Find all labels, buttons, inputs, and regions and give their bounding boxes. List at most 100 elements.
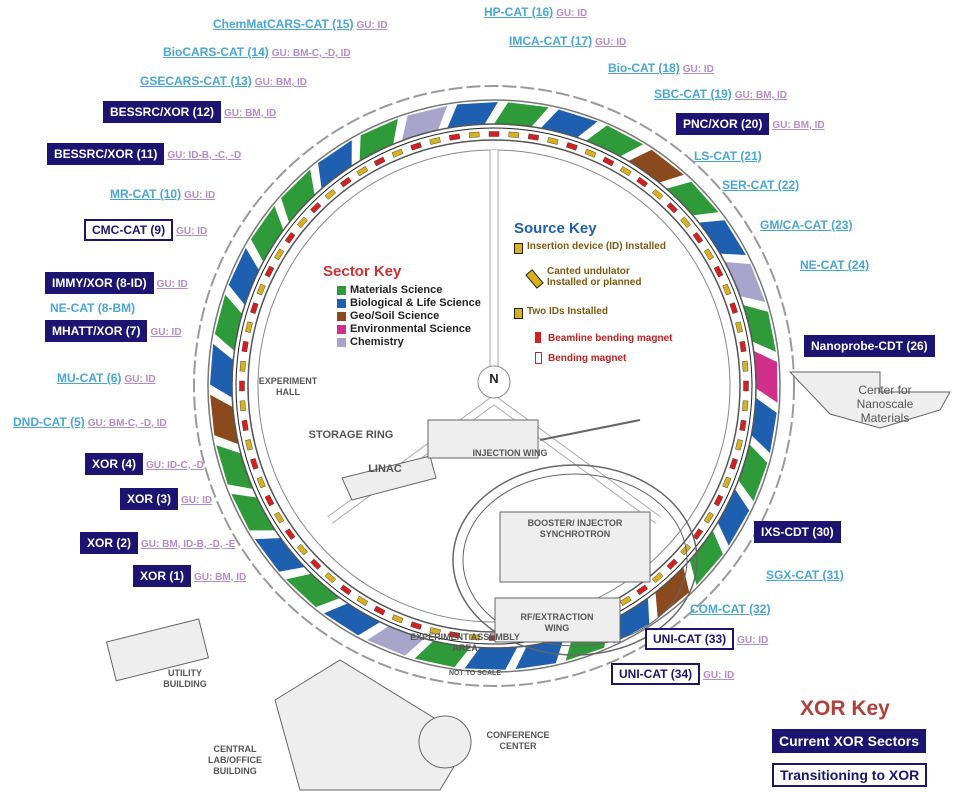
magnet-marker [239, 380, 245, 392]
magnet-marker [241, 419, 249, 431]
magnet-marker [735, 321, 743, 333]
sector-wedge [254, 538, 305, 572]
sector-label: BESSRC/XOR (11)GU: ID-B, -C, -D [47, 143, 242, 165]
sector-label: IXS-CDT (30) [754, 521, 841, 543]
sector-label: MR-CAT (10)GU: ID [110, 186, 215, 204]
sector-gu: GU: ID [184, 190, 216, 201]
magnet-marker [274, 248, 285, 261]
magnet-marker [239, 400, 246, 412]
sector-wedge [401, 105, 448, 141]
sector-name: XOR (2) [80, 532, 139, 554]
magnet-marker [729, 302, 738, 314]
sector-label: CMC-CAT (9)GU: ID [84, 219, 208, 241]
sector-wedge [318, 140, 352, 189]
sector-wedge [698, 220, 746, 255]
sector-key-item: Environmental Science [350, 323, 472, 335]
sector-label: IMMY/XOR (8-ID)GU: ID [45, 272, 188, 294]
magnet-marker [722, 476, 732, 489]
sector-gu: GU: ID-B, -C, -D [167, 150, 242, 161]
sector-label: XOR (3)GU: ID [120, 488, 212, 510]
experiment-hall-outline [193, 85, 795, 687]
magnet-marker [410, 621, 422, 630]
sector-gu: GU: ID [150, 327, 182, 338]
sector-name: XOR (3) [120, 488, 179, 510]
sector-wedge [367, 625, 425, 656]
xor-key-current: Current XOR Sectors [772, 729, 927, 753]
magnet-marker [722, 283, 732, 296]
source-key-item: Two IDs Installed [527, 306, 608, 317]
sector-name: IMMY/XOR (8-ID) [45, 272, 154, 294]
sector-gu: GU: BM, ID [194, 572, 247, 583]
sector-wedge [359, 118, 398, 162]
sector-label: LS-CAT (21) [694, 148, 762, 164]
utility-building-label: UTILITY BUILDING [163, 668, 207, 689]
magnet-marker [508, 131, 520, 138]
sector-label: MHATT/XOR (7)GU: ID [45, 320, 182, 342]
magnet-marker [429, 627, 441, 635]
sector-name: MU-CAT (6) [57, 371, 122, 385]
sector-name: Bio-CAT (18) [608, 61, 680, 75]
sector-label: BESSRC/XOR (12)GU: BM, ID [103, 101, 276, 123]
injection-wing-label: INJECTION WING [472, 448, 548, 458]
magnet-marker [250, 458, 259, 470]
magnet-marker [340, 176, 352, 188]
magnet-marker [742, 400, 749, 412]
sector-label: XOR (4)GU: ID-C, -D [85, 453, 204, 475]
magnet-marker [680, 543, 692, 556]
sector-label: HP-CAT (16)GU: ID [484, 4, 587, 22]
sector-label: BioCARS-CAT (14)GU: BM-C, -D, ID [163, 44, 351, 62]
sector-name: MHATT/XOR (7) [45, 320, 148, 342]
sector-name: ChemMatCARS-CAT (15) [213, 17, 354, 31]
injection-wing-building [427, 419, 539, 459]
magnet-marker [429, 137, 441, 145]
magnet-marker [245, 439, 253, 451]
magnet-marker [449, 133, 461, 141]
experiment-hall-label: EXPERIMENT HALL [258, 376, 318, 397]
sector-name: UNI-CAT (34) [611, 663, 701, 685]
center-circle [477, 365, 511, 399]
sector-wedge [447, 102, 499, 129]
sector-wedge [751, 397, 777, 454]
sector-name: NE-CAT (24) [800, 258, 870, 272]
magnet-marker [602, 156, 615, 167]
sector-gu: GU: BM, ID [734, 90, 787, 101]
sector-wedge [494, 102, 549, 127]
sector-name: LS-CAT (21) [694, 149, 762, 163]
sector-name: GM/CA-CAT (23) [760, 218, 853, 232]
cnm-shape [788, 371, 951, 429]
two-ids-icon [514, 308, 523, 319]
sector-label: GSECARS-CAT (13)GU: BM, ID [140, 73, 307, 91]
sector-label: COM-CAT (32) [690, 601, 770, 617]
sector-wedge [214, 294, 243, 351]
sector-wedge [753, 350, 778, 403]
magnet-marker [692, 528, 704, 540]
sector-gu: GU: ID [176, 226, 208, 237]
magnet-marker [713, 265, 724, 278]
sector-key-swatch [337, 286, 346, 295]
magnet-marker [264, 494, 275, 507]
storage-ring-label: STORAGE RING [308, 429, 394, 441]
source-key-title: Source Key [514, 220, 597, 237]
magnet-marker [566, 142, 578, 151]
magnet-marker [680, 216, 692, 229]
sector-label: PNC/XOR (20)GU: BM, ID [676, 113, 825, 135]
sector-name: DND-CAT (5) [13, 415, 85, 429]
sector-name: SER-CAT (22) [722, 178, 800, 192]
magnet-marker [356, 166, 369, 177]
sector-wedge [323, 603, 381, 636]
sector-wedge [250, 205, 284, 262]
linac-label: LINAC [368, 463, 402, 475]
sector-name: BESSRC/XOR (12) [103, 101, 222, 123]
sector-gu: GU: ID [556, 8, 588, 19]
magnet-marker [729, 458, 738, 470]
sector-label: UNI-CAT (34)GU: ID [611, 663, 734, 685]
magnet-marker [245, 321, 253, 333]
sector-label: SGX-CAT (31) [766, 567, 844, 583]
rf-building [494, 597, 621, 643]
magnet-marker [391, 614, 404, 624]
magnet-marker [739, 341, 747, 353]
magnet-marker [651, 572, 664, 584]
sector-wedge [228, 247, 259, 306]
magnet-marker [241, 341, 249, 353]
utility-building-shape [105, 618, 210, 682]
